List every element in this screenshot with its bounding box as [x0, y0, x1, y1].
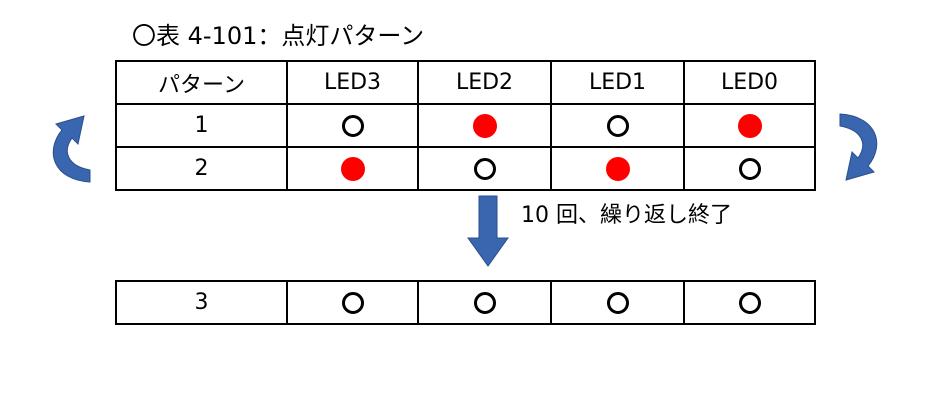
table-row: 3 — [115, 280, 816, 325]
led-cell — [286, 280, 419, 325]
led-off-icon — [606, 292, 629, 314]
led-pattern-table: パターン LED3 LED2 LED1 LED0 1 2 — [115, 60, 816, 191]
header-cell-led0: LED0 — [683, 60, 816, 105]
led-on-icon — [605, 157, 630, 181]
loop-note: 10 回、繰り返し終了 — [521, 203, 732, 228]
led-cell — [417, 280, 552, 325]
pattern-label: 1 — [115, 103, 288, 148]
led-cell — [683, 146, 816, 191]
final-pattern-table: 3 — [115, 280, 816, 325]
led-on-icon — [340, 157, 365, 181]
led-off-icon — [341, 115, 364, 137]
led-cell — [550, 146, 685, 191]
led-cell — [417, 146, 552, 191]
led-cell — [550, 280, 685, 325]
table-caption: 〇表 4-101：点灯パターン — [132, 22, 425, 50]
led-off-icon — [738, 158, 761, 180]
arrow-down-icon — [467, 195, 509, 267]
led-off-icon — [341, 292, 364, 314]
header-cell-led3: LED3 — [286, 60, 419, 105]
header-cell-led2: LED2 — [417, 60, 552, 105]
led-cell — [286, 146, 419, 191]
led-on-icon — [472, 114, 497, 138]
pattern-label: 2 — [115, 146, 288, 191]
table-row: 1 — [115, 103, 816, 148]
led-off-icon — [473, 158, 496, 180]
led-cell — [683, 280, 816, 325]
curved-arrow-down-icon — [839, 113, 878, 181]
led-on-icon — [737, 114, 762, 138]
led-off-icon — [473, 292, 496, 314]
table-row: 2 — [115, 146, 816, 191]
header-cell-pattern: パターン — [115, 60, 288, 105]
header-row: パターン LED3 LED2 LED1 LED0 — [115, 60, 816, 105]
led-cell — [550, 103, 685, 148]
led-off-icon — [738, 292, 761, 314]
pattern-label: 3 — [115, 280, 288, 325]
led-cell — [286, 103, 419, 148]
header-cell-led1: LED1 — [550, 60, 685, 105]
led-off-icon — [606, 115, 629, 137]
led-cell — [683, 103, 816, 148]
curved-arrow-up-icon — [52, 115, 91, 183]
led-cell — [417, 103, 552, 148]
